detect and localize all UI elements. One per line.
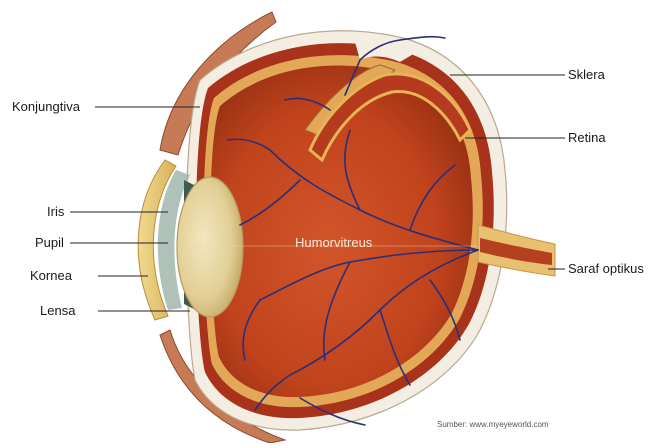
label-sklera: Sklera: [568, 67, 605, 83]
label-pupil: Pupil: [35, 235, 64, 251]
label-humor-vitreus: Humorvitreus: [295, 235, 372, 250]
label-retina: Retina: [568, 130, 606, 146]
label-konjungtiva: Konjungtiva: [12, 99, 80, 115]
label-kornea: Kornea: [30, 268, 72, 284]
label-saraf-optikus: Saraf optikus: [568, 261, 644, 277]
label-lensa: Lensa: [40, 303, 75, 319]
source-credit: Sumber: www.myeyeworld.com: [437, 420, 549, 429]
label-iris: Iris: [47, 204, 64, 220]
lens: [177, 177, 243, 317]
